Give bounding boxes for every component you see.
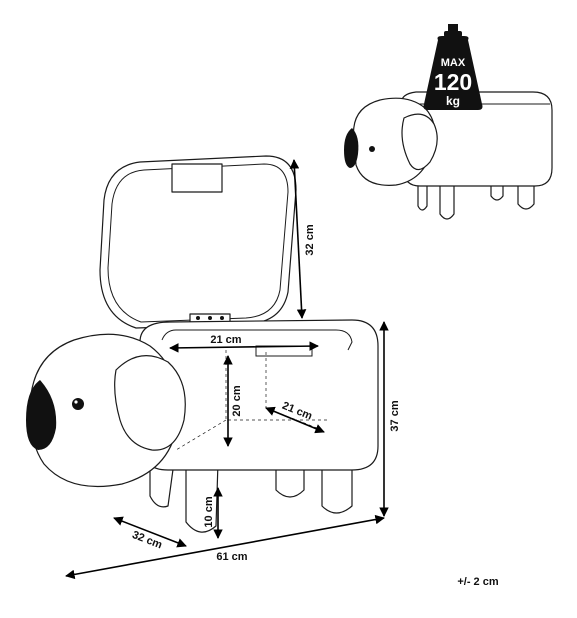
dim-line-top-width <box>169 341 319 353</box>
reference-ear-left <box>344 128 359 168</box>
label-lid-height: 32 cm <box>304 224 316 255</box>
label-top-width: 21 cm <box>210 334 241 346</box>
reference-ottoman-illustration: MAX 120 kg <box>344 24 553 220</box>
lid-label-patch <box>171 163 223 193</box>
dim-line-lid-height <box>289 159 307 319</box>
max-weight-unit: kg <box>446 94 460 108</box>
reference-eye <box>369 146 375 152</box>
max-weight-badge: MAX 120 kg <box>423 24 483 110</box>
dim-line-length <box>65 514 385 580</box>
label-total-height: 37 cm <box>389 400 401 431</box>
label-length: 61 cm <box>216 551 247 563</box>
main-ear-left <box>26 380 57 450</box>
main-eye <box>72 398 84 410</box>
max-weight-value: 120 <box>434 69 472 95</box>
main-ear-right <box>114 355 186 451</box>
max-label: MAX <box>441 57 466 69</box>
main-ottoman-illustration <box>26 155 379 533</box>
open-lid <box>99 155 297 329</box>
label-inner-height: 20 cm <box>231 385 243 416</box>
tolerance-note: +/- 2 cm <box>457 576 498 588</box>
reference-ear-right <box>401 113 438 171</box>
reference-body <box>401 91 553 187</box>
dimension-lines <box>65 159 389 580</box>
label-depth: 32 cm <box>130 529 164 551</box>
dim-line-inner-depth <box>265 406 325 434</box>
label-leg-height: 10 cm <box>203 496 215 527</box>
